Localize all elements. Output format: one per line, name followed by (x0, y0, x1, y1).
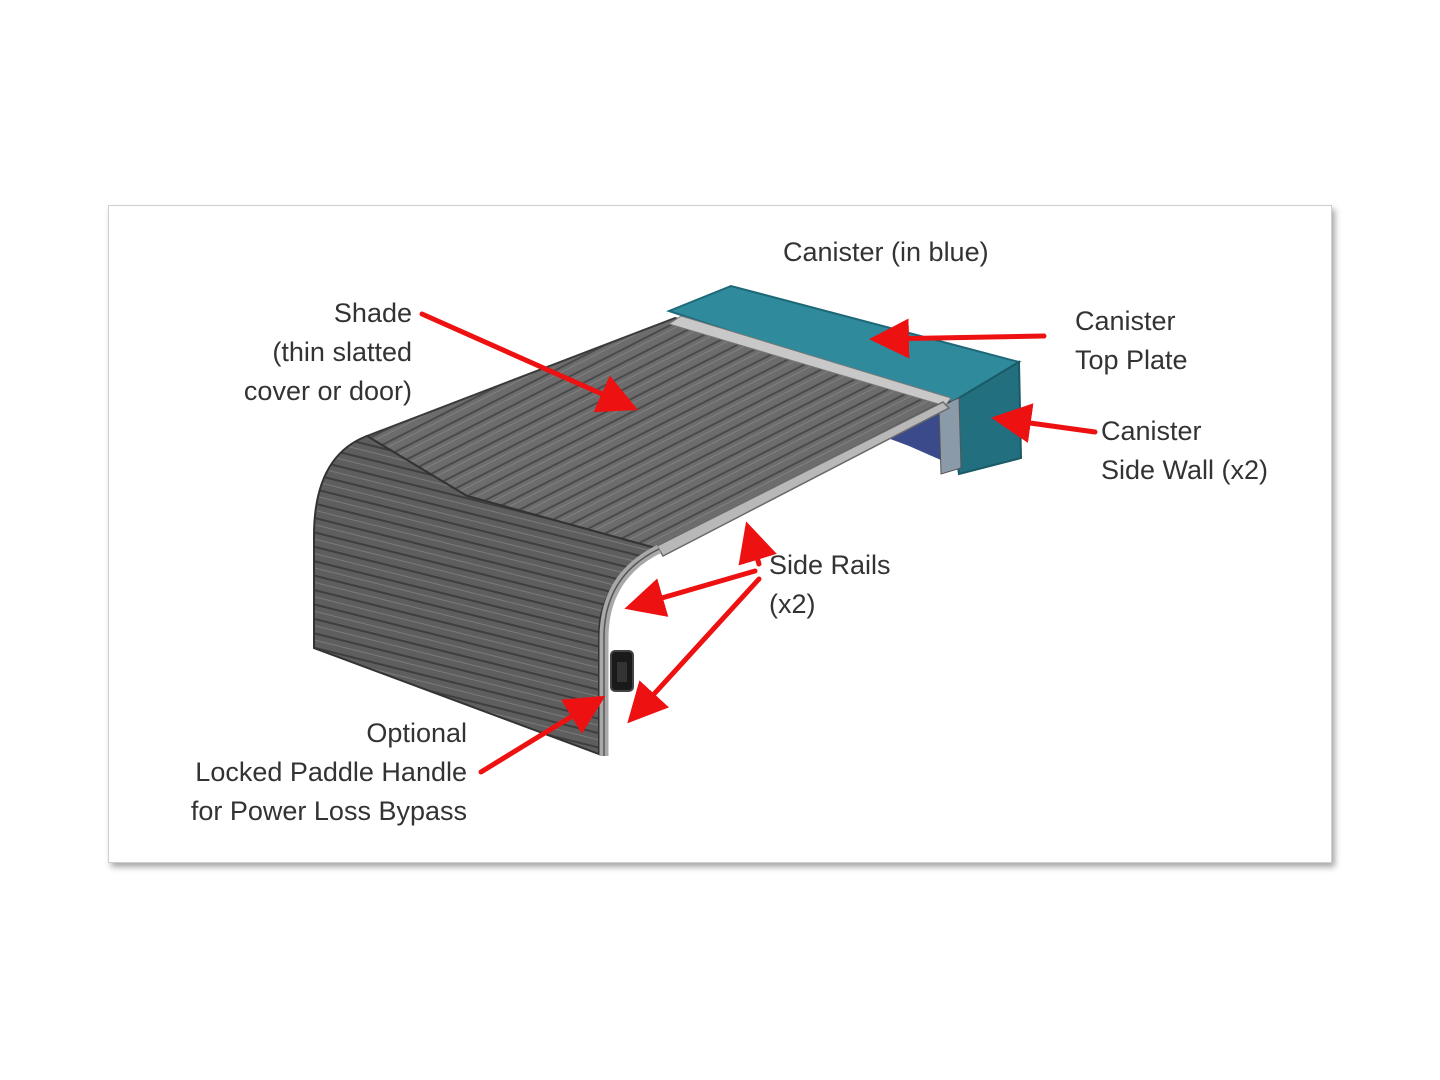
label-shade-line-1: Shade (333, 298, 412, 328)
label-side-rails: Side Rails (x2) (769, 546, 891, 624)
label-canister-top-plate-line-2: Top Plate (1075, 345, 1188, 375)
roll-shade-diagram (313, 284, 1098, 775)
label-paddle-handle-line-3: for Power Loss Bypass (190, 796, 467, 826)
label-canister-top-plate-line-1: Canister (1075, 306, 1176, 336)
label-canister-side-wall-line-2: Side Wall (x2) (1101, 455, 1269, 485)
label-shade-line-2: (thin slatted (272, 337, 412, 367)
label-shade-line-3: cover or door) (243, 376, 412, 406)
arrow-side-rail-left (624, 568, 758, 617)
label-paddle-handle-line-2: Locked Paddle Handle (195, 757, 467, 787)
label-paddle-handle-line-1: Optional (366, 718, 467, 748)
label-side-rails-line-1: Side Rails (769, 550, 891, 580)
arrow-shade (419, 311, 639, 413)
side-rail-curve-edge (603, 548, 660, 756)
side-rail-right (655, 401, 951, 557)
diagram-card: Canister (in blue) Canister Top Plate Ca… (108, 205, 1332, 863)
paddle-handle-knob (617, 662, 627, 682)
canister-underside (869, 401, 959, 468)
label-canister-side-wall-line-1: Canister (1101, 416, 1202, 446)
arrow-side-rail-top (738, 521, 777, 567)
arrows (419, 311, 1098, 775)
arrow-paddle-handle (478, 695, 606, 775)
arrow-canister-top-plate (869, 318, 1047, 359)
arrow-canister-side-wall (991, 403, 1098, 443)
label-canister-top-plate: Canister Top Plate (1075, 302, 1188, 380)
label-canister: Canister (in blue) (783, 233, 989, 272)
arrow-side-rail-bottom (627, 576, 762, 724)
canister-side-wall (938, 397, 962, 475)
label-canister-side-wall: Canister Side Wall (x2) (1101, 412, 1268, 490)
shade-top-rail (667, 315, 952, 407)
label-shade: Shade (thin slatted cover or door) (204, 294, 412, 411)
label-side-rails-line-2: (x2) (769, 589, 816, 619)
label-canister-line-1: Canister (in blue) (783, 237, 989, 267)
label-paddle-handle: Optional Locked Paddle Handle for Power … (139, 714, 467, 831)
